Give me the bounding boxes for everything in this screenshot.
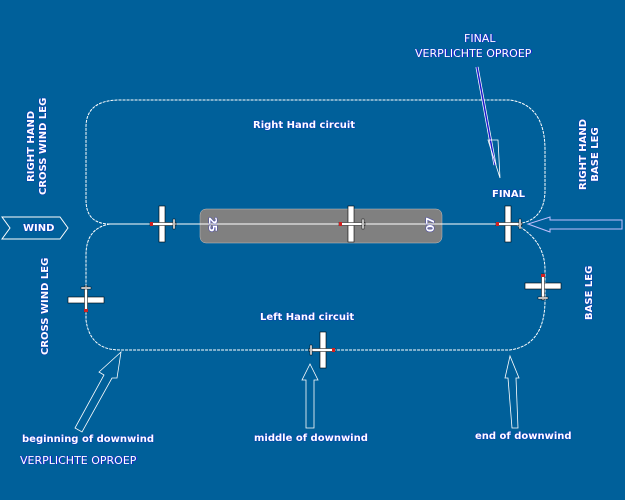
right-hand-base-line2: BASE LEG bbox=[590, 127, 601, 182]
middle-downwind-arrow bbox=[301, 363, 319, 429]
base-leg-label: BASE LEG bbox=[584, 265, 595, 320]
final-call-arrow bbox=[475, 66, 501, 179]
right-hand-base-line1: RIGHT HAND bbox=[578, 118, 589, 190]
right-hand-crosswind-line2: CROSS WIND LEG bbox=[38, 97, 49, 195]
left-hand-circuit-label: Left Hand circuit bbox=[260, 312, 355, 323]
right-hand-circuit-path bbox=[85, 99, 546, 225]
middle-downwind-label: middle of downwind bbox=[254, 433, 368, 444]
airplane-base bbox=[524, 273, 562, 301]
end-downwind-label: end of downwind bbox=[475, 431, 572, 442]
end-downwind-arrow bbox=[504, 354, 520, 429]
crosswind-label: CROSS WIND LEG bbox=[40, 257, 51, 355]
left-hand-circuit-path bbox=[85, 223, 546, 351]
airplane-final bbox=[495, 205, 523, 243]
final-approach-arrow bbox=[526, 216, 623, 233]
runway bbox=[199, 208, 443, 244]
runway-number-left: 25 bbox=[206, 216, 220, 233]
airplane-downwind bbox=[308, 331, 336, 369]
title-final: FINAL bbox=[464, 32, 496, 45]
title-final-call: VERPLICHTE OPROEP bbox=[415, 47, 532, 60]
right-hand-crosswind-line1: RIGHT HAND bbox=[26, 110, 37, 182]
airplane-runway bbox=[338, 205, 366, 243]
right-hand-circuit-label: Right Hand circuit bbox=[253, 120, 356, 131]
beginning-downwind-call: VERPLICHTE OPROEP bbox=[20, 454, 137, 467]
beginning-downwind-label: beginning of downwind bbox=[22, 434, 154, 445]
right-hand-base-label: RIGHT HAND BASE LEG bbox=[578, 119, 602, 190]
airplane-crosswind bbox=[67, 285, 105, 313]
wind-arrow bbox=[1, 216, 69, 240]
final-label: FINAL bbox=[492, 189, 526, 200]
beginning-downwind-arrow bbox=[74, 350, 122, 433]
right-hand-crosswind-label: RIGHT HAND CROSS WIND LEG bbox=[26, 98, 50, 195]
airplane-upwind-left bbox=[149, 205, 177, 243]
wind-label: WIND bbox=[23, 223, 55, 234]
runway-number-right: 07 bbox=[424, 216, 438, 233]
